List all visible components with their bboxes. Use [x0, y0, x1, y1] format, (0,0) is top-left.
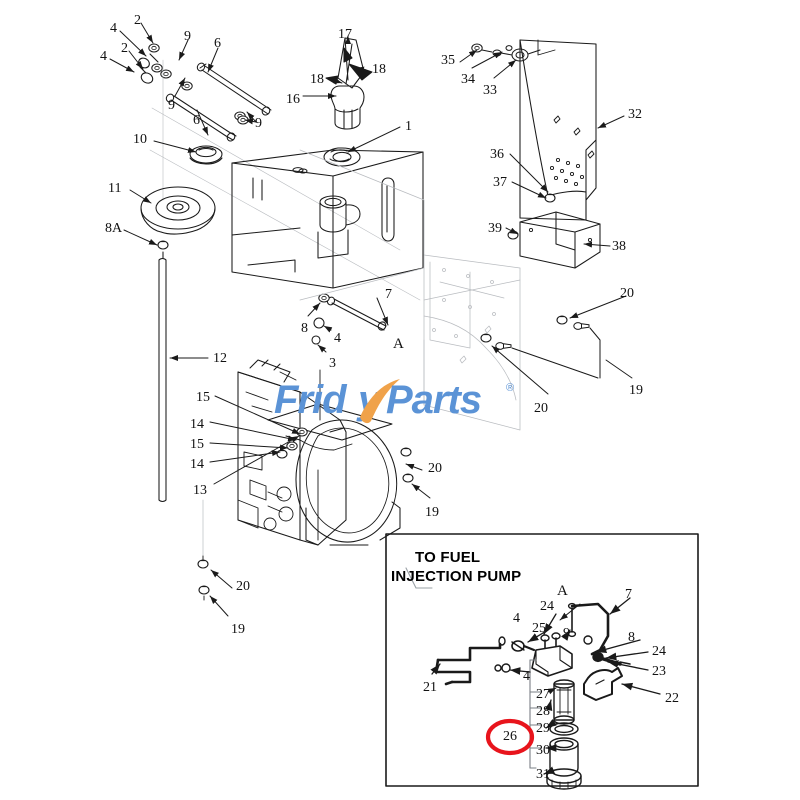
callout-label-18: 18 [310, 72, 324, 87]
reference-letter-a-main: A [393, 336, 404, 352]
inset-callout-label-9: 9 [563, 626, 570, 641]
inset-callout-label-7: 7 [625, 587, 632, 602]
callout-label-4: 4 [110, 21, 117, 36]
callout-label-20: 20 [236, 579, 250, 594]
callout-label-34: 34 [461, 72, 475, 87]
callout-label-15: 15 [190, 437, 204, 452]
callout-label-17: 17 [338, 27, 352, 42]
callout-label-35: 35 [441, 53, 455, 68]
callout-label-38: 38 [612, 239, 626, 254]
inset-callout-label-22: 22 [665, 691, 679, 706]
inset-callout-label-29: 29 [536, 721, 550, 736]
inset-callout-label-27: 27 [536, 687, 550, 702]
callout-label-20: 20 [428, 461, 442, 476]
callout-label-11: 11 [108, 181, 122, 196]
callout-label-3: 3 [329, 356, 336, 371]
callout-label-9: 9 [255, 116, 262, 131]
inset-callout-label-8: 8 [628, 630, 635, 645]
inset-title-line1: TO FUEL [415, 549, 481, 566]
callout-label-8: 8 [301, 321, 308, 336]
callout-label-36: 36 [490, 147, 504, 162]
callout-label-8A: 8A [105, 221, 123, 236]
callout-label-13: 13 [193, 483, 207, 498]
callout-label-7: 7 [385, 287, 392, 302]
callout-label-4: 4 [100, 49, 107, 64]
callout-label-18: 18 [372, 62, 386, 77]
inset-callout-label-30: 30 [536, 743, 550, 758]
callout-label-20: 20 [620, 286, 634, 301]
inset-callout-label-24: 24 [652, 644, 666, 659]
inset-callout-label-4: 4 [513, 611, 520, 626]
callout-label-6: 6 [214, 36, 221, 51]
callout-label-14: 14 [190, 417, 204, 432]
inset-title-line2: INJECTION PUMP [391, 568, 522, 585]
inset-callout-label-31: 31 [536, 767, 550, 782]
callout-label-19: 19 [231, 622, 245, 637]
callout-label-9: 9 [168, 98, 175, 113]
callout-label-32: 32 [628, 107, 642, 122]
inset-callout-label-4: 4 [523, 669, 530, 684]
inset-callout-label-28: 28 [536, 704, 550, 719]
callout-label-39: 39 [488, 221, 502, 236]
callout-label-4: 4 [334, 331, 341, 346]
highlight-oval-26 [485, 718, 535, 756]
reference-letter-a-inset: A [557, 583, 568, 599]
callout-label-19: 19 [425, 505, 439, 520]
callout-label-12: 12 [213, 351, 227, 366]
callout-label-15: 15 [196, 390, 210, 405]
callout-label-1: 1 [405, 119, 412, 134]
inset-callout-label-21: 21 [423, 680, 437, 695]
callout-label-37: 37 [493, 175, 507, 190]
callout-label-9: 9 [184, 29, 191, 44]
callout-label-2: 2 [121, 41, 128, 56]
inset-callout-label-23: 23 [652, 664, 666, 679]
callout-label-10: 10 [133, 132, 147, 147]
callout-label-2: 2 [134, 13, 141, 28]
callout-label-20: 20 [534, 401, 548, 416]
inset-callout-label-25: 25 [532, 621, 546, 636]
callout-label-6: 6 [193, 113, 200, 128]
callout-label-16: 16 [286, 92, 300, 107]
inset-callout-label-24: 24 [540, 599, 554, 614]
callout-label-26-highlighted: 26 [503, 729, 517, 744]
callout-label-14: 14 [190, 457, 204, 472]
callout-label-33: 33 [483, 83, 497, 98]
callout-label-19: 19 [629, 383, 643, 398]
